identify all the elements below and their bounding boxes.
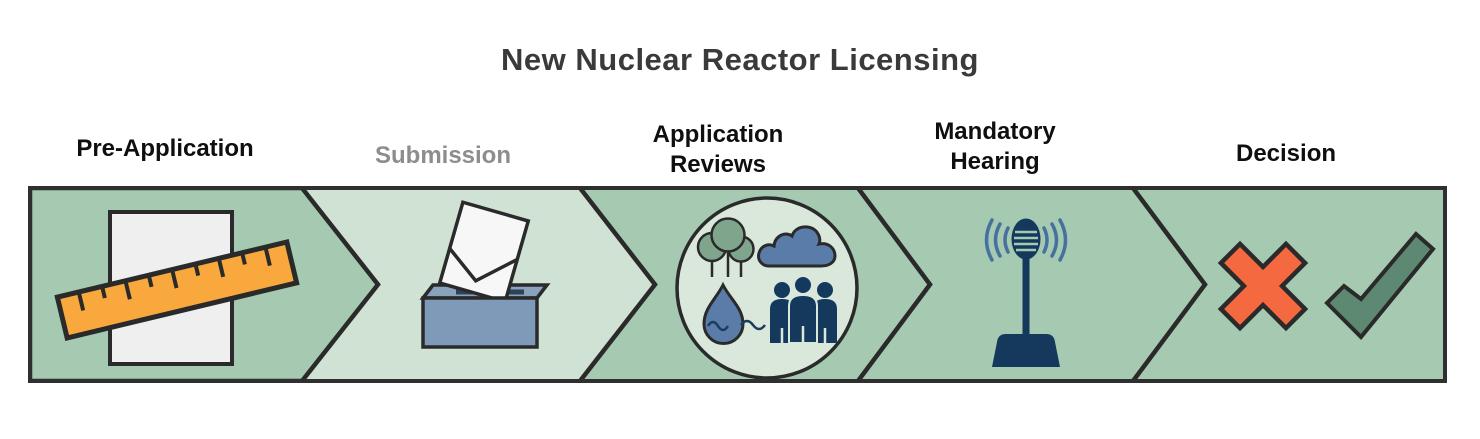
people-icon [770, 275, 837, 344]
stage-label-mandatory-hearing: Mandatory Hearing [934, 118, 1056, 175]
band-border [28, 186, 1447, 383]
chevron-divider-3-4 [856, 186, 933, 383]
ballot-box-front [421, 296, 539, 349]
ruler [54, 239, 300, 341]
document-ruler-icon [54, 210, 300, 366]
stage-label-decision: Decision [1235, 140, 1337, 167]
ballot-box-icon [419, 200, 551, 349]
mic-grille [1014, 230, 1038, 252]
cloud-icon [757, 225, 837, 268]
water-drop-icon [702, 281, 766, 345]
process-arrow-band [28, 186, 1447, 383]
envelope [437, 200, 531, 304]
chevron-divider-2-3 [578, 186, 658, 383]
environmental-review-icon [675, 196, 859, 380]
mic-base [992, 334, 1060, 367]
stage-label-submission: Submission [374, 142, 512, 169]
stage-label-pre-application: Pre-Application [76, 135, 254, 162]
cross-icon [1217, 240, 1309, 332]
page-title: New Nuclear Reactor Licensing [501, 42, 979, 77]
microphone-icon [984, 218, 1068, 367]
cross-and-check-icon [1217, 231, 1436, 340]
trees-icon [696, 217, 755, 277]
sound-waves [984, 218, 1068, 262]
stage-label-application-reviews: Application Reviews [652, 121, 784, 178]
check-icon [1324, 231, 1436, 340]
chevron-divider-4-5 [1131, 186, 1208, 383]
